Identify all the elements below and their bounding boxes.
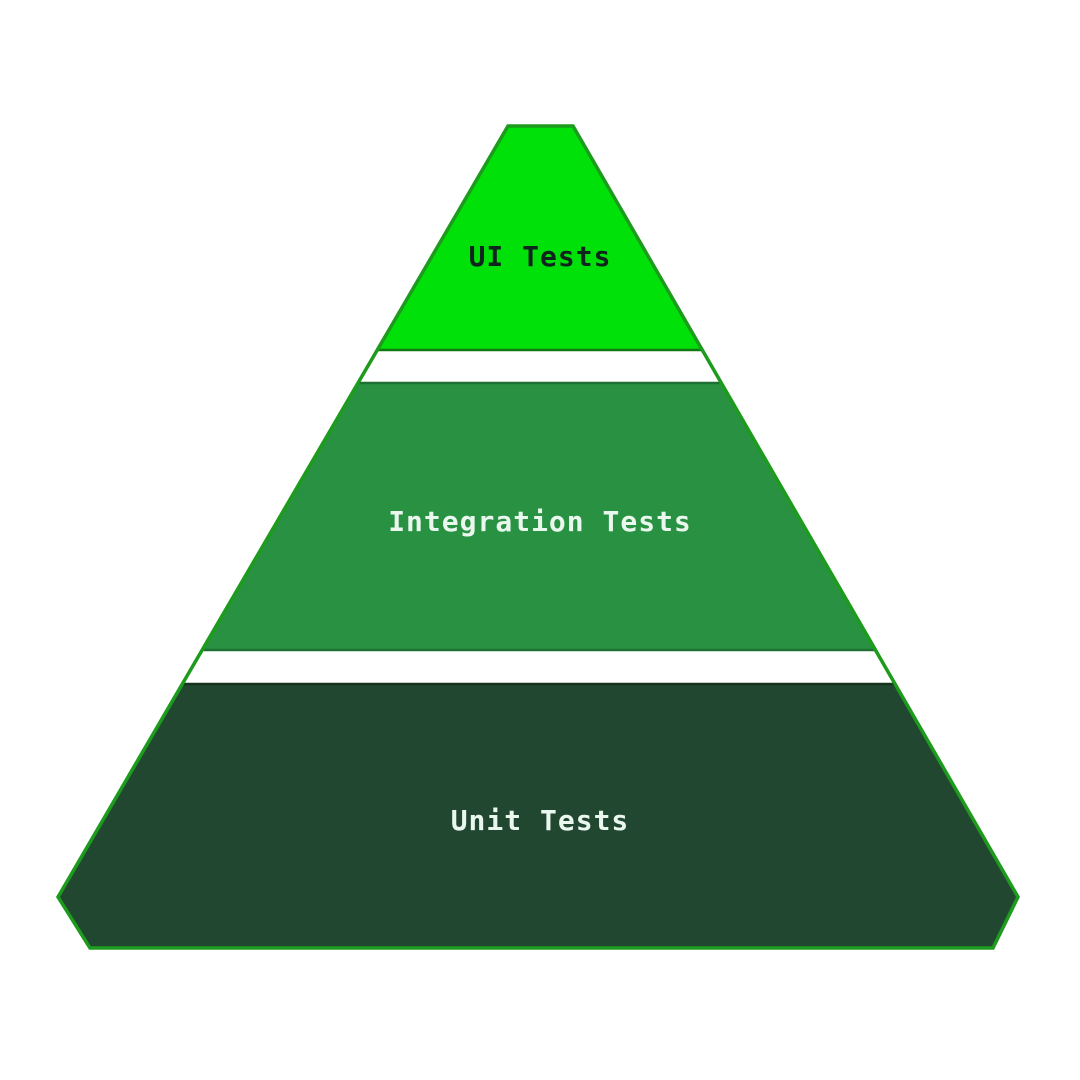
tier-integration-tests-label: Integration Tests xyxy=(388,505,692,538)
pyramid-outline xyxy=(55,124,1020,950)
tier-ui-tests-shape xyxy=(374,124,705,352)
tier-unit-tests-label: Unit Tests xyxy=(451,804,630,837)
tier-ui-tests-label: UI Tests xyxy=(469,240,612,273)
